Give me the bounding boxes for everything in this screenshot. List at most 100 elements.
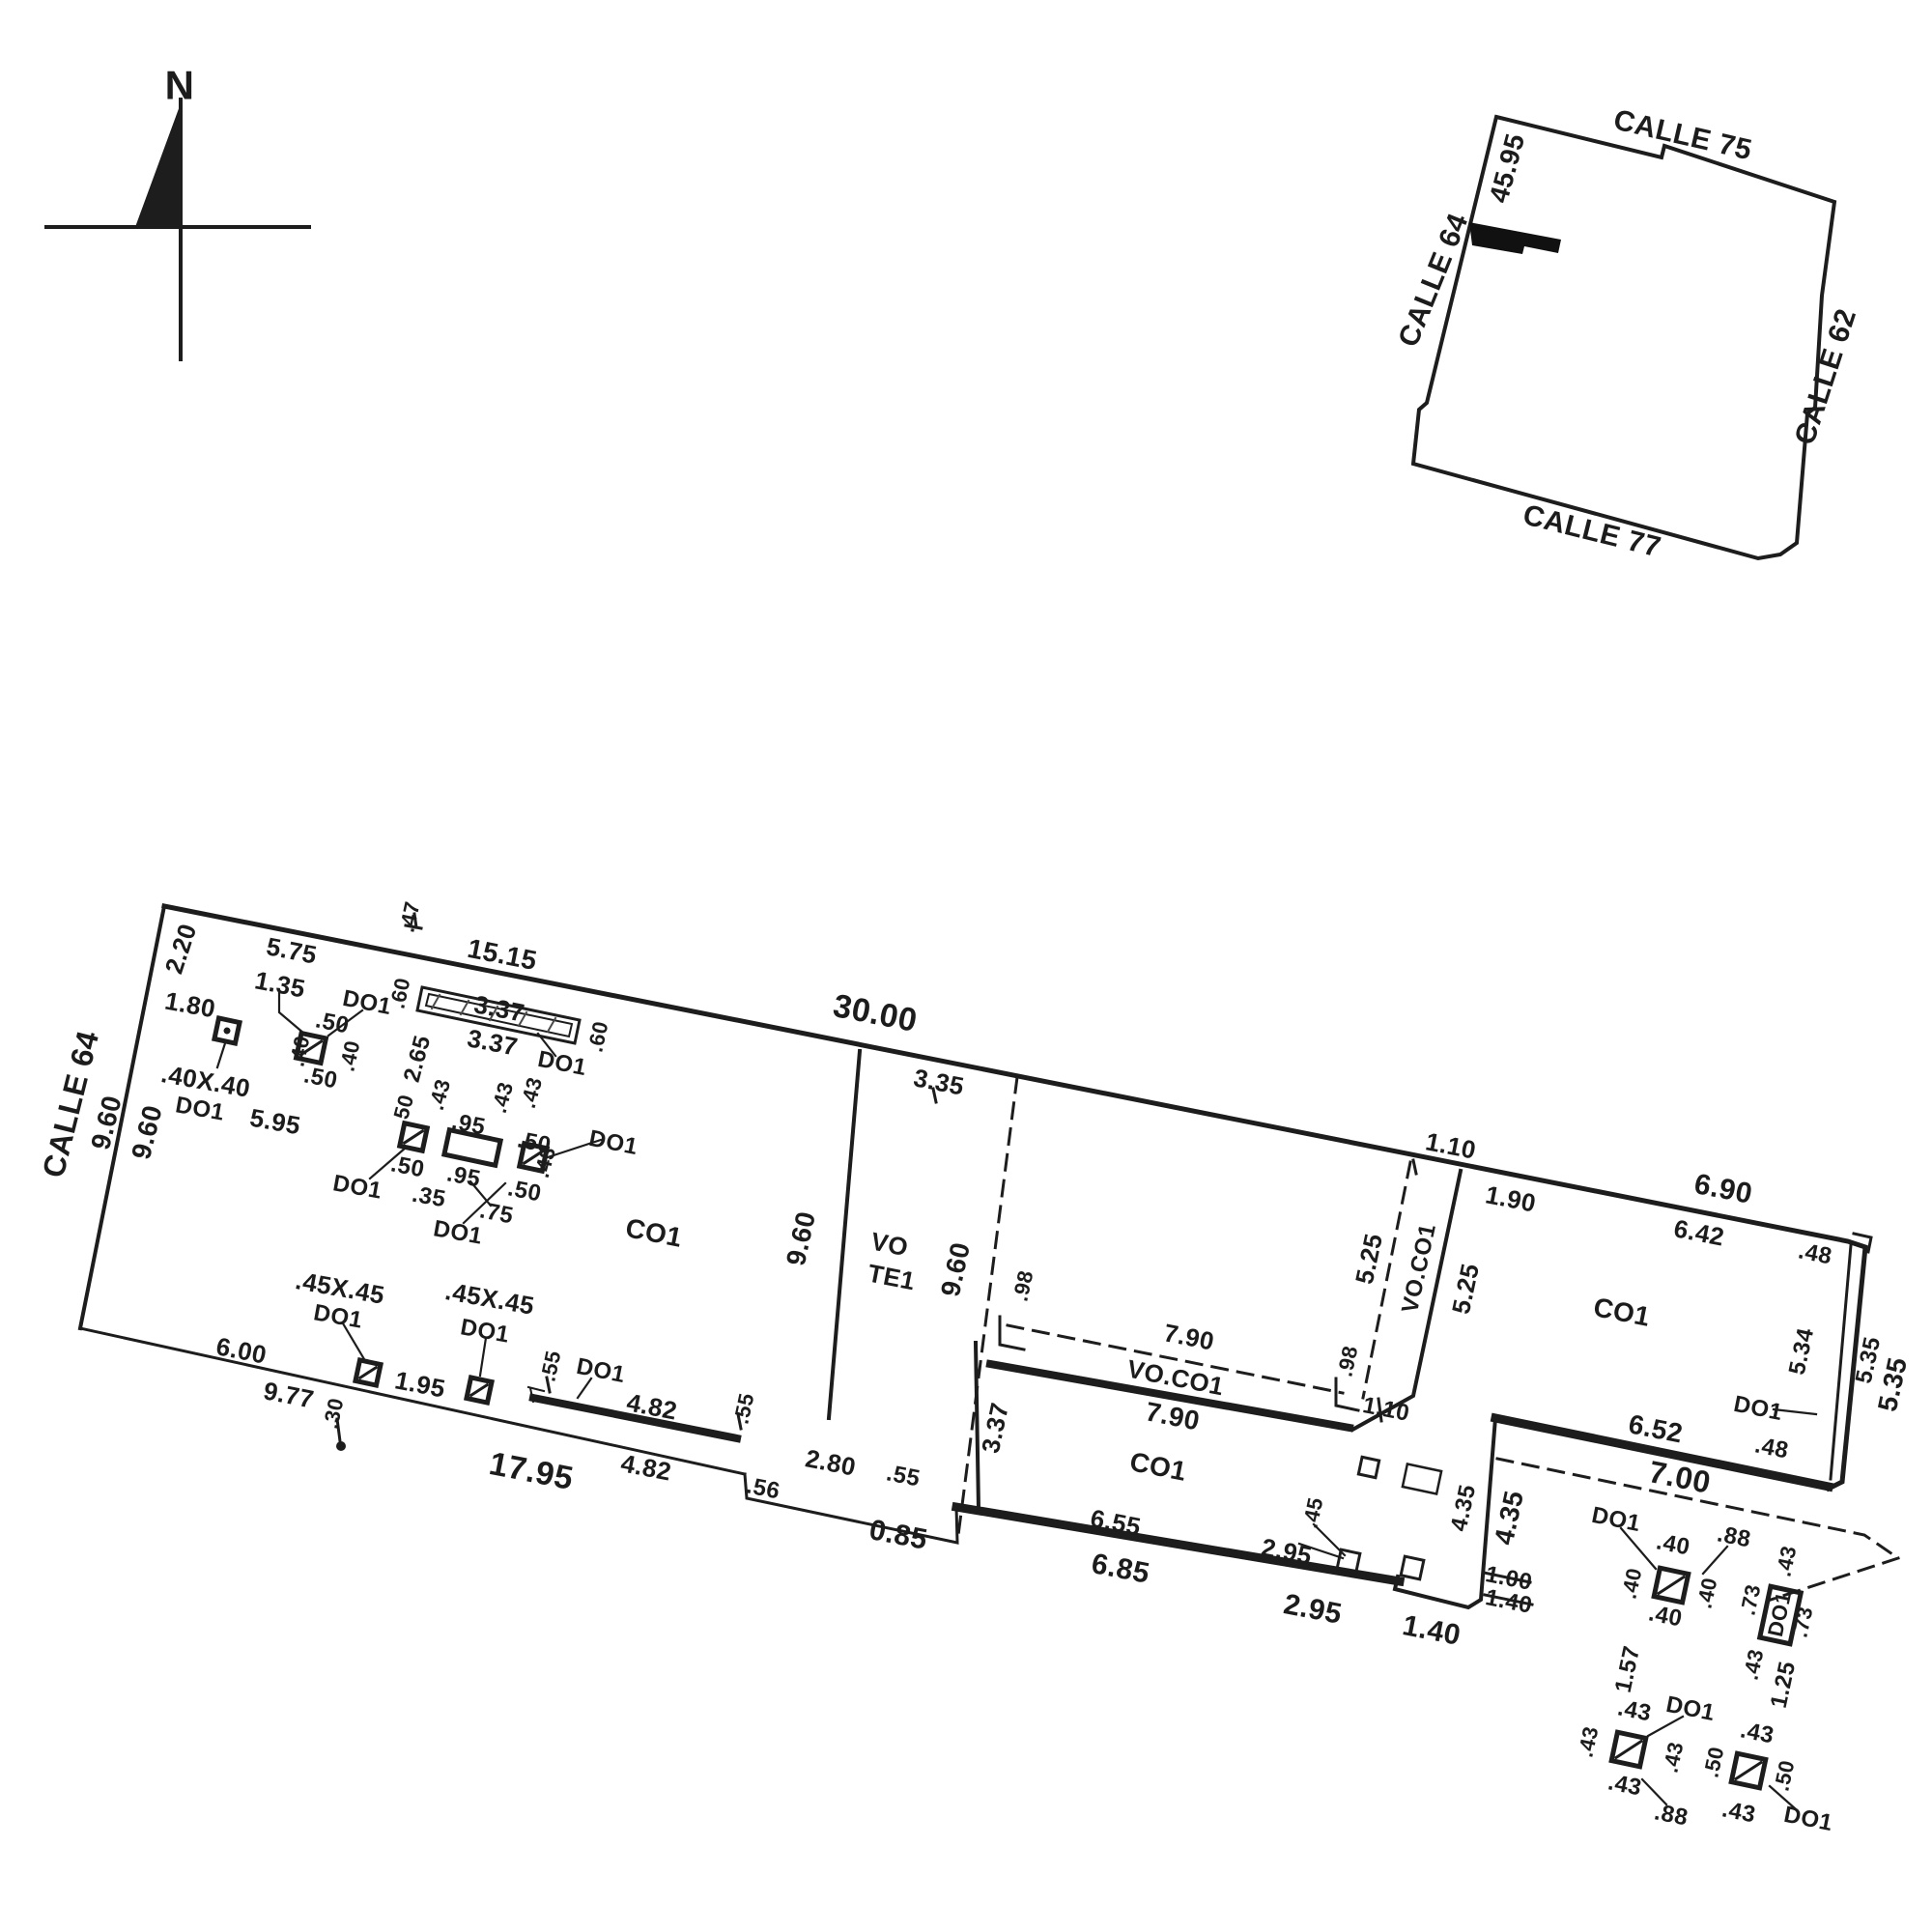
lbl-do1-m: DO1 bbox=[1781, 1802, 1834, 1836]
column-post bbox=[1356, 1455, 1381, 1480]
dim-1-57: 1.57 bbox=[1610, 1643, 1646, 1694]
column-post bbox=[1335, 1548, 1362, 1575]
dim-9-60-a: 9.60 bbox=[85, 1093, 128, 1152]
dim-6-42: 6.42 bbox=[1671, 1213, 1726, 1251]
dim-2-95-b: 2.95 bbox=[1281, 1588, 1345, 1631]
column-post bbox=[396, 1120, 431, 1154]
dim-6-00: 6.00 bbox=[213, 1331, 269, 1369]
column-posts-layer bbox=[211, 1014, 1769, 1791]
dashed-line-7-90 bbox=[1006, 1323, 1345, 1395]
column-post bbox=[1651, 1565, 1691, 1605]
interior-wall-3-37 bbox=[973, 1340, 981, 1512]
wall-6-52 bbox=[1490, 1412, 1834, 1492]
dim-43-e: .43 bbox=[1771, 1544, 1801, 1579]
lot-boundary-right-extension bbox=[1392, 1415, 1498, 1610]
dim-88-b: .88 bbox=[1652, 1799, 1690, 1831]
dim-5-25-a: 5.25 bbox=[1350, 1231, 1388, 1287]
column-post bbox=[293, 1030, 329, 1066]
dim-98-a: .98 bbox=[1008, 1268, 1037, 1304]
dim-43-f: .43 bbox=[1738, 1647, 1768, 1683]
column-post bbox=[440, 1126, 504, 1169]
lbl-do1-e: DO1 bbox=[432, 1215, 485, 1249]
dim-50-c: .50 bbox=[387, 1092, 418, 1127]
dim-1-80: 1.80 bbox=[162, 986, 217, 1024]
north-label: N bbox=[165, 63, 195, 108]
room-co1-left: CO1 bbox=[623, 1212, 685, 1253]
dim-35: .35 bbox=[410, 1181, 447, 1213]
dim-60-a: .60 bbox=[384, 976, 414, 1011]
lot-boundary-bottom-17-95 bbox=[78, 1326, 747, 1476]
dim-9-60-c: 9.60 bbox=[781, 1208, 821, 1268]
lbl-do1-g: DO1 bbox=[1731, 1391, 1784, 1426]
room-vo: VO bbox=[868, 1227, 911, 1263]
dashed-line-7-00 bbox=[1495, 1457, 1901, 1561]
dim-40-l: .40 bbox=[1616, 1566, 1646, 1602]
dim-40-bb: .40 bbox=[1646, 1600, 1684, 1632]
column-post bbox=[1399, 1554, 1426, 1581]
dim-1-90: 1.90 bbox=[1483, 1179, 1538, 1217]
dim-55-c: .55 bbox=[884, 1460, 922, 1492]
street-calle-62: CALLE 62 bbox=[1789, 305, 1862, 449]
column-post bbox=[463, 1374, 496, 1406]
dim-6-90: 6.90 bbox=[1691, 1168, 1755, 1210]
column-post bbox=[1401, 1463, 1443, 1495]
ticks-1-00-1-40 bbox=[1482, 1571, 1534, 1606]
room-te1: TE1 bbox=[866, 1259, 918, 1296]
dim-43-c: .43 bbox=[516, 1074, 547, 1110]
dim-73-a: .73 bbox=[1735, 1582, 1765, 1618]
dim-3-37-a: 3.37 bbox=[471, 989, 526, 1027]
tick-30-00 bbox=[1411, 1158, 1418, 1176]
column-post bbox=[211, 1014, 243, 1047]
interior-wall-9-60 bbox=[826, 1048, 863, 1421]
dim-40-t: .40 bbox=[1654, 1528, 1691, 1560]
dim-7-90-a: 7.90 bbox=[1161, 1318, 1216, 1355]
dim-75: .75 bbox=[477, 1197, 515, 1229]
dim-50-a: .50 bbox=[313, 1007, 351, 1038]
hatched-rect-inner bbox=[424, 992, 574, 1038]
dim-98-b: .98 bbox=[1332, 1344, 1362, 1379]
dim-2-95-a: 2.95 bbox=[1259, 1532, 1314, 1570]
dim-43-j: .43 bbox=[1605, 1769, 1643, 1801]
interior-wall-corridor-right bbox=[1350, 1168, 1463, 1433]
boxed-do1-post bbox=[1756, 1583, 1804, 1647]
column-post bbox=[1728, 1750, 1769, 1791]
tick-55-b bbox=[736, 1412, 743, 1431]
lbl-do1-l: DO1 bbox=[1663, 1691, 1717, 1726]
location-map bbox=[1410, 114, 1837, 561]
dashed-line-vo-te1 bbox=[955, 1075, 1019, 1545]
dim-48-b: .48 bbox=[1752, 1432, 1790, 1463]
dim-45x45-b: .45X.45 bbox=[443, 1276, 537, 1321]
dim-43-k: .43 bbox=[1738, 1717, 1776, 1748]
column-post bbox=[516, 1140, 551, 1175]
street-calle-77: CALLE 77 bbox=[1520, 498, 1663, 563]
dim-50-f: .50 bbox=[505, 1175, 543, 1207]
wall-7-90 bbox=[985, 1359, 1354, 1433]
dim-60-b: .60 bbox=[582, 1019, 612, 1055]
tick-55-a bbox=[545, 1376, 552, 1394]
lot-boundary-left bbox=[77, 903, 167, 1331]
dim-50-r: .50 bbox=[1769, 1758, 1799, 1794]
dim-3-35: 3.35 bbox=[911, 1063, 966, 1100]
hook-1-10 bbox=[1377, 1397, 1383, 1423]
lbl-do1-j: DO1 bbox=[574, 1353, 627, 1388]
dim-43-h: .43 bbox=[1573, 1724, 1603, 1760]
hatched-rect-outer bbox=[415, 985, 582, 1045]
dim-43-m: .43 bbox=[1719, 1796, 1757, 1828]
dim-1-35: 1.35 bbox=[252, 965, 307, 1003]
dim-9-77: 9.77 bbox=[261, 1376, 316, 1413]
dim-1-25: 1.25 bbox=[1766, 1659, 1802, 1710]
dim-88-a: .88 bbox=[1715, 1520, 1752, 1552]
street-calle-75: CALLE 75 bbox=[1610, 104, 1754, 167]
street-calle-64-map: CALLE 64 bbox=[1392, 209, 1474, 351]
dim-4-35-b: 4.35 bbox=[1489, 1488, 1529, 1548]
dim-4-82-b: 4.82 bbox=[618, 1448, 673, 1486]
tick-47 bbox=[404, 912, 423, 930]
dim-43-a: .43 bbox=[424, 1076, 455, 1112]
dim-40-r: .40 bbox=[1691, 1576, 1721, 1611]
hook-98-right bbox=[1334, 1377, 1360, 1412]
dim-45-r: .45 bbox=[1297, 1495, 1327, 1531]
dim-55-a: .55 bbox=[535, 1349, 565, 1384]
map-property-marker-icon bbox=[1469, 222, 1561, 254]
tick-3-35 bbox=[931, 1087, 938, 1104]
